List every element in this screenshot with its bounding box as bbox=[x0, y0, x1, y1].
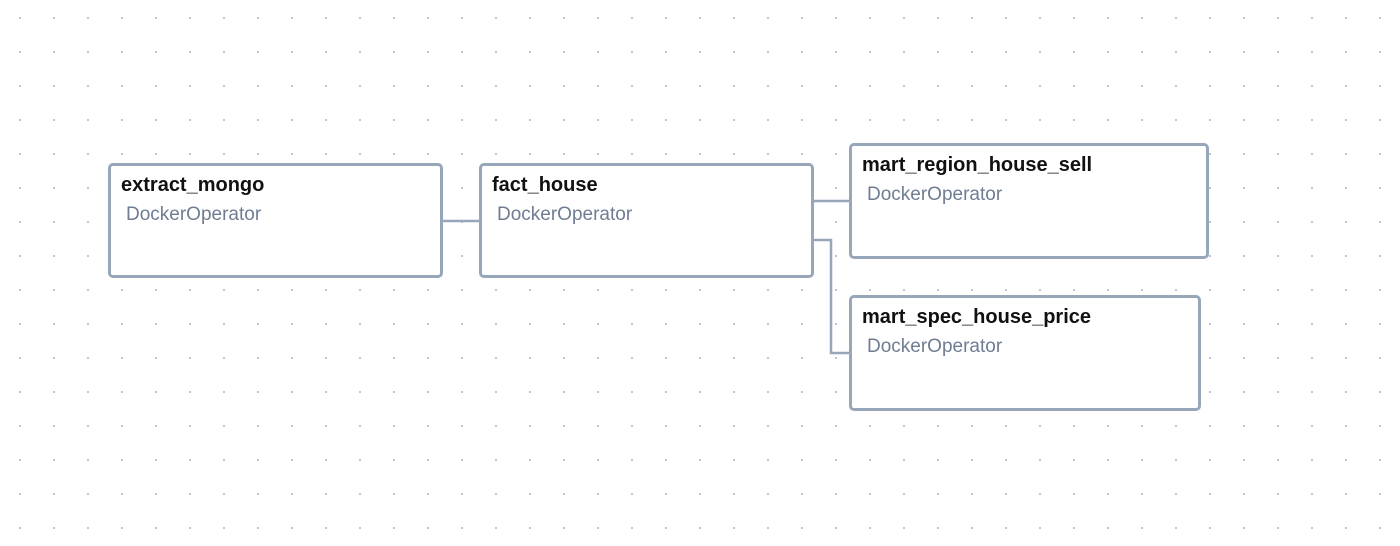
task-name: mart_region_house_sell bbox=[862, 154, 1093, 176]
task-name: extract_mongo bbox=[121, 174, 265, 196]
task-node-fact-house[interactable]: fact_house DockerOperator bbox=[479, 163, 814, 278]
task-node-mart-region-house-sell[interactable]: mart_region_house_sell DockerOperator bbox=[849, 143, 1209, 259]
edge-fact-house-to-mart-spec-house-price bbox=[814, 238, 849, 355]
task-operator: DockerOperator bbox=[126, 204, 262, 225]
task-operator: DockerOperator bbox=[867, 184, 1003, 205]
task-name: fact_house bbox=[492, 174, 598, 196]
task-name: mart_spec_house_price bbox=[862, 306, 1092, 328]
task-node-mart-spec-house-price[interactable]: mart_spec_house_price DockerOperator bbox=[849, 295, 1201, 411]
task-operator: DockerOperator bbox=[867, 336, 1003, 357]
task-operator: DockerOperator bbox=[497, 204, 633, 225]
task-node-extract-mongo[interactable]: extract_mongo DockerOperator bbox=[108, 163, 443, 278]
